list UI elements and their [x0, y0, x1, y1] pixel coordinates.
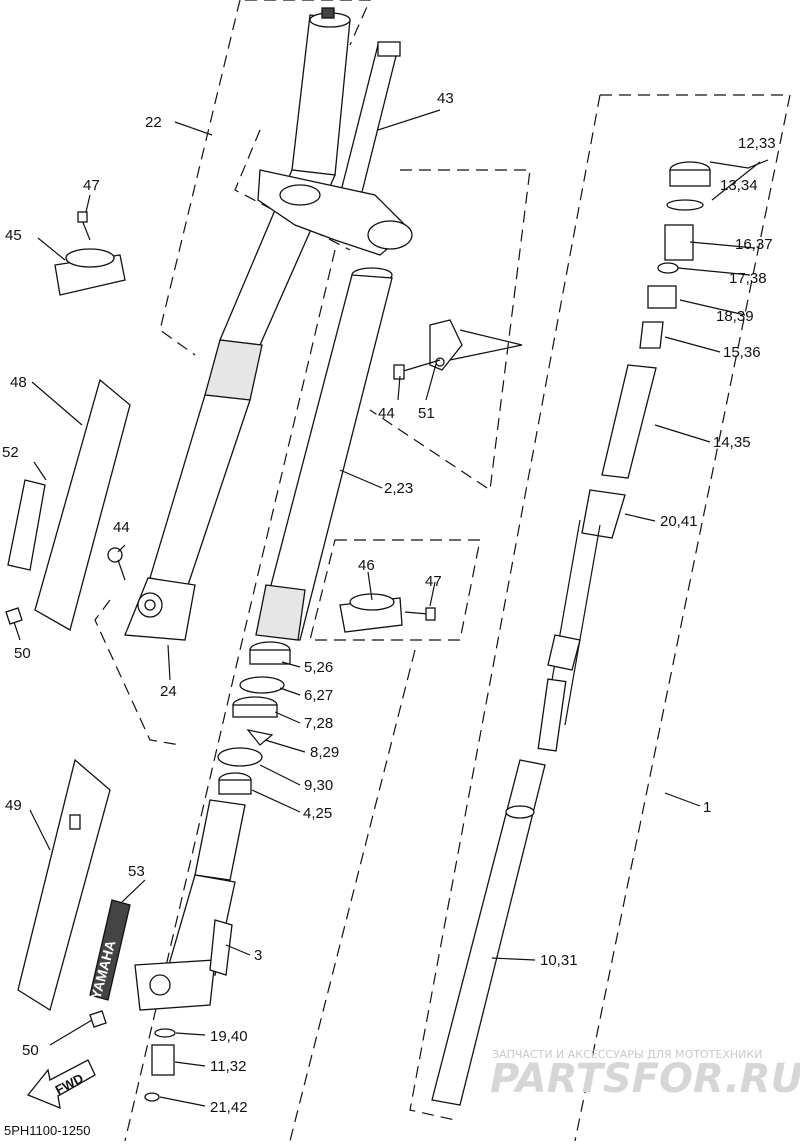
callout-22: 22 — [145, 114, 162, 131]
callout-19-40: 19,40 — [210, 1028, 248, 1045]
decal-53 — [89, 899, 131, 1001]
callout-21-42: 21,42 — [210, 1099, 248, 1116]
left-outer-tube — [124, 7, 351, 641]
callout-24: 24 — [160, 683, 177, 700]
decal-52 — [7, 479, 46, 571]
callout-labels: 1 2,23 3 4,25 5,26 6,27 7,28 8,29 9,30 1… — [2, 90, 776, 1116]
callout-51: 51 — [418, 405, 435, 422]
callout-18-39: 18,39 — [716, 308, 754, 325]
callout-9-30: 9,30 — [304, 777, 333, 794]
callout-16-37: 16,37 — [735, 236, 773, 253]
callout-15-36: 15,36 — [723, 344, 761, 361]
callout-12-33: 12,33 — [738, 135, 776, 152]
callout-17-38: 17,38 — [729, 270, 767, 287]
callout-48: 48 — [10, 374, 27, 391]
seal-stack — [217, 641, 291, 795]
callout-44-lower: 44 — [113, 519, 130, 536]
callout-7-28: 7,28 — [304, 715, 333, 732]
callout-11-32: 11,32 — [210, 1058, 246, 1075]
steering-stem — [257, 41, 413, 256]
fork-guards — [17, 378, 131, 1012]
callout-10-31: 10,31 — [540, 952, 578, 969]
bracket-51 — [393, 319, 463, 380]
callout-1: 1 — [703, 799, 711, 816]
inner-tube-3 — [134, 799, 246, 1011]
fwd-arrow-label: FWD — [53, 1070, 86, 1097]
callout-44-upper: 44 — [378, 405, 395, 422]
callout-6-27: 6,27 — [304, 687, 333, 704]
callout-47-lower: 47 — [425, 573, 442, 590]
callout-49: 49 — [5, 797, 22, 814]
diagram-code: 5PH1100-1250 — [4, 1123, 91, 1138]
callout-5-26: 5,26 — [304, 659, 333, 676]
callout-3: 3 — [254, 947, 262, 964]
callout-4-25: 4,25 — [303, 805, 332, 822]
callout-50-lower: 50 — [22, 1042, 39, 1059]
callout-43: 43 — [437, 90, 454, 107]
watermark: ЗАПЧАСТИ И АКСЕССУАРЫ ДЛЯ МОТОТЕХНИКИ PA… — [490, 1048, 800, 1102]
watermark-tagline: ЗАПЧАСТИ И АКСЕССУАРЫ ДЛЯ МОТОТЕХНИКИ — [492, 1048, 762, 1061]
callout-53: 53 — [128, 863, 145, 880]
callout-50-upper: 50 — [14, 645, 31, 662]
callout-20-41: 20,41 — [660, 513, 698, 530]
callout-8-29: 8,29 — [310, 744, 339, 761]
right-outer-tube — [255, 267, 393, 641]
callout-47-upper: 47 — [83, 177, 100, 194]
leader-lines — [13, 109, 769, 1107]
watermark-brand: PARTSFOR.RU — [490, 1056, 800, 1102]
callout-45: 45 — [5, 227, 22, 244]
clamp-45 — [54, 211, 126, 296]
cartridge-assembly — [431, 161, 711, 1106]
callout-46: 46 — [358, 557, 375, 574]
callout-52: 52 — [2, 444, 19, 461]
callout-14-35: 14,35 — [713, 434, 751, 451]
fwd-arrow: FWD — [26, 1059, 96, 1110]
clamp-46 — [339, 593, 436, 633]
callout-13-34: 13,34 — [720, 177, 758, 194]
callout-2-23: 2,23 — [384, 480, 413, 497]
bottom-parts — [144, 1028, 176, 1102]
